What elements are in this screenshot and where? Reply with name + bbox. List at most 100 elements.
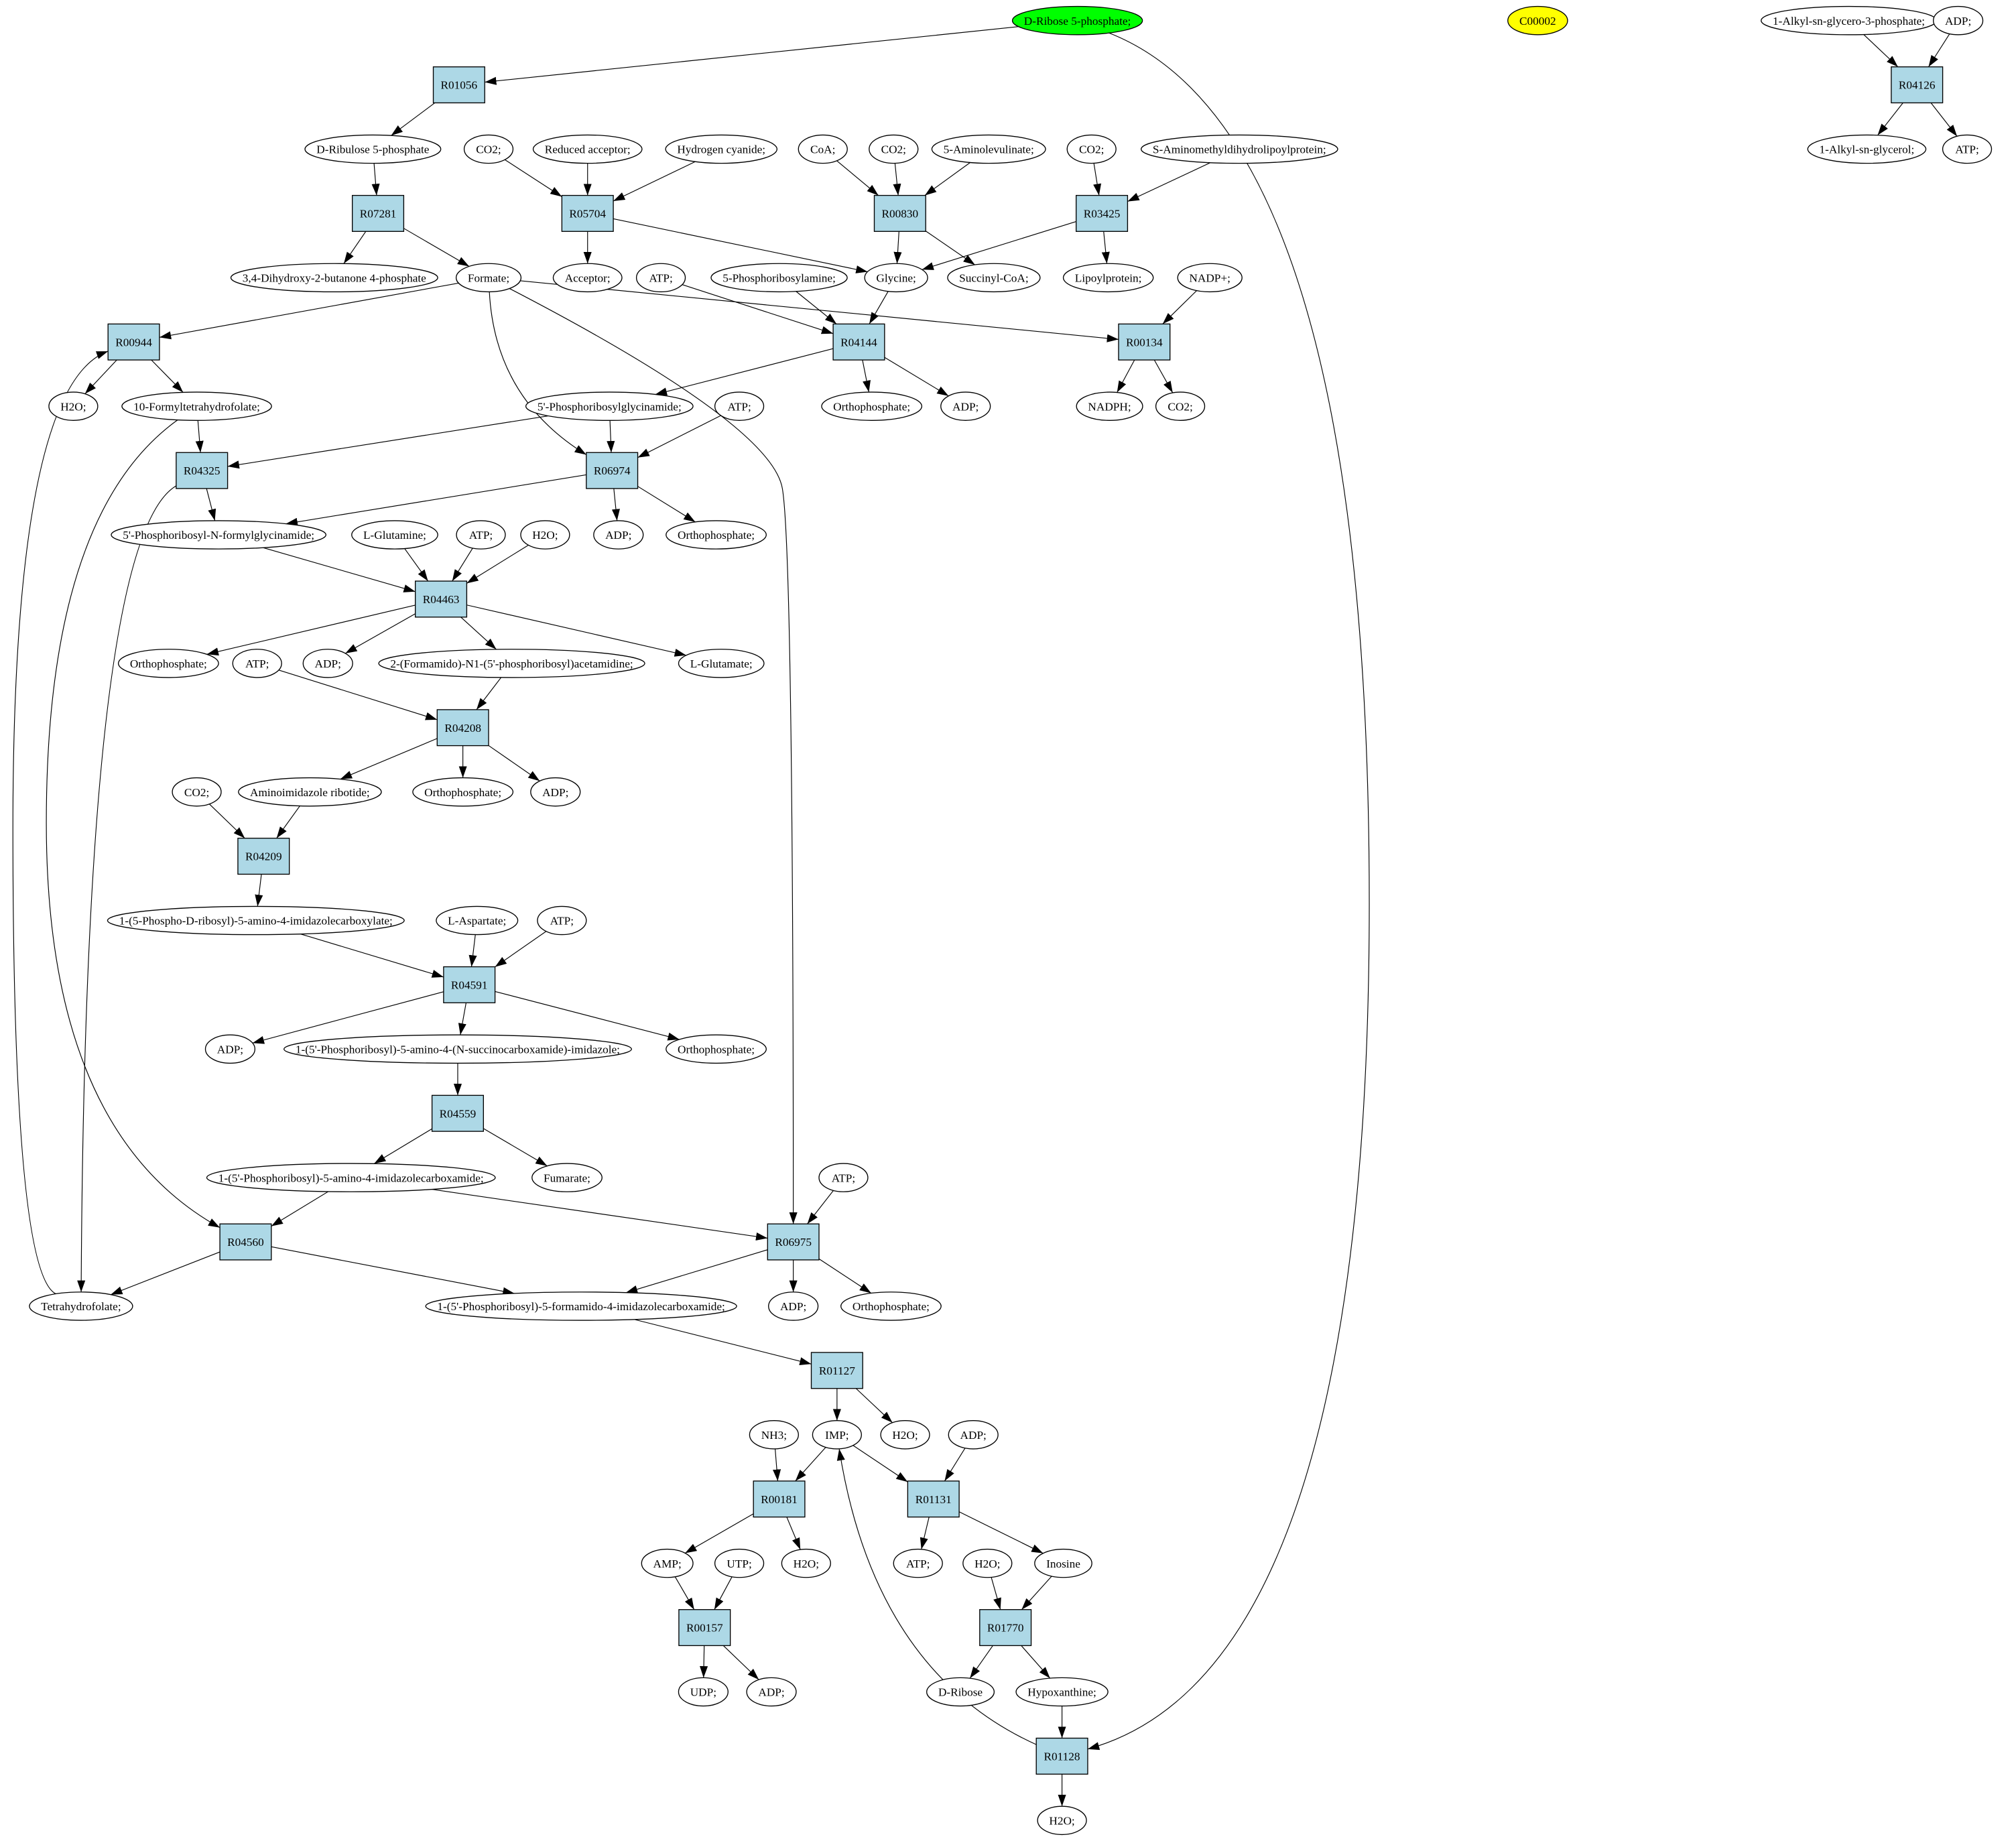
reaction-node-R06975: R06975 [767, 1223, 820, 1261]
compound-node-h2o_a: H2O; [48, 391, 99, 421]
node-label: ATP; [906, 1558, 930, 1570]
edge-R06975-to-pi_f [818, 1258, 872, 1294]
node-label: L-Aspartate; [448, 915, 506, 928]
compound-node-succoa: Succinyl-CoA; [947, 263, 1041, 293]
compound-ellipse [531, 1163, 603, 1192]
compound-node-pi_b: Orthophosphate; [666, 520, 767, 550]
node-label: C00002 [1519, 15, 1556, 27]
node-label: L-Glutamine; [363, 529, 426, 542]
node-label: CO2; [881, 143, 906, 156]
edge-R04463-to-adp_c [345, 613, 416, 654]
node-label: H2O; [1049, 1814, 1074, 1827]
edge-R04126-to-alkg [1877, 103, 1903, 136]
node-label: R04208 [444, 722, 481, 735]
reaction-node-R00157: R00157 [678, 1609, 731, 1647]
edge-R04560-to-faicar [271, 1246, 515, 1295]
compound-node-pi_c: Orthophosphate; [117, 649, 219, 678]
edge-R04208-to-adp_d [488, 745, 540, 781]
edge-alkg3p-to-R04126 [1863, 34, 1899, 68]
edge-R06975-to-faicar [625, 1249, 768, 1293]
reaction-node-R04591: R04591 [443, 966, 496, 1003]
compound-ellipse [455, 263, 522, 293]
compound-node-h2o_f: H2O; [1037, 1805, 1087, 1836]
node-label: AMP; [653, 1558, 682, 1570]
edge-utp-to-R00157 [714, 1576, 733, 1610]
reaction-box [414, 580, 468, 618]
compound-ellipse [204, 1034, 256, 1064]
compound-node-atp_c: ATP; [456, 520, 506, 550]
compound-node-h2o_b: H2O; [520, 520, 570, 550]
compound-ellipse [121, 391, 272, 421]
node-label: CO2; [184, 786, 209, 799]
compound-ellipse [1807, 134, 1927, 164]
compound-node-hcn: Hydrogen cyanide; [665, 134, 778, 164]
node-label: Orthophosphate; [424, 786, 501, 799]
node-label: R01056 [441, 79, 478, 92]
compound-node-adp_e: ADP; [204, 1034, 256, 1064]
edge-adp_t-to-R04126 [1928, 34, 1950, 68]
edge-R04591-to-pi_e [495, 991, 680, 1041]
edge-R04463-to-pi_c [206, 605, 416, 656]
compound-ellipse [926, 1677, 995, 1707]
compound-node-ru5p: D-Ribulose 5-phosphate [304, 134, 442, 164]
node-label: R00134 [1126, 336, 1163, 348]
node-label: 5-Phosphoribosylamine; [722, 271, 836, 284]
compound-ellipse [821, 391, 923, 421]
node-label: NADP+; [1189, 271, 1231, 284]
edge-co2_e-to-R04209 [208, 804, 245, 839]
compound-ellipse [947, 263, 1041, 293]
edge-atp_d-to-R04208 [278, 670, 438, 720]
node-label: R04559 [440, 1107, 477, 1120]
compound-ellipse [714, 391, 765, 421]
edge-amp-to-R00157 [674, 1576, 695, 1610]
edge-R04559-to-aicar [373, 1128, 432, 1164]
reaction-node-R00944: R00944 [107, 323, 160, 361]
edge-faicar-to-R01127 [634, 1319, 812, 1365]
compound-ellipse [378, 649, 645, 678]
node-label: H2O; [60, 400, 86, 413]
compound-node-nadph: NADPH; [1076, 391, 1143, 421]
edge-imp-to-R01131 [853, 1445, 908, 1482]
compound-node-saicar: 1-(5'-Phosphoribosyl)-5-amino-4-(N-succi… [284, 1034, 632, 1064]
edge-R04209-to-cair [255, 874, 263, 907]
compound-node-acceptor: Acceptor; [552, 263, 623, 293]
compound-ellipse [666, 1034, 767, 1064]
node-label: H2O; [532, 529, 558, 542]
compound-ellipse [1062, 263, 1154, 293]
edge-formate-to-R06974 [489, 292, 587, 455]
edge-asp-to-R04591 [468, 934, 477, 967]
node-label: ADP; [605, 529, 631, 542]
node-label: ADP; [758, 1686, 784, 1699]
node-label: Hydrogen cyanide; [677, 143, 765, 156]
node-label: ATP; [1955, 143, 1978, 156]
compound-node-co2_a: CO2; [463, 134, 514, 164]
compound-ellipse [893, 1548, 943, 1578]
node-label: R00157 [686, 1622, 723, 1635]
edge-atp_f-to-R06975 [807, 1190, 834, 1224]
node-label: R04463 [423, 593, 460, 606]
compound-ellipse [749, 1420, 799, 1450]
edge-inosine-to-R01770 [1021, 1576, 1052, 1610]
node-label: Fumarate; [544, 1171, 590, 1184]
compound-ellipse [111, 520, 326, 550]
node-label: Orthophosphate; [678, 529, 755, 542]
node-label: 10-Formyltetrahydrofolate; [133, 400, 260, 413]
edge-R00830-to-glycine [893, 231, 902, 264]
edge-R00181-to-amp [684, 1513, 754, 1553]
reaction-node-R03425: R03425 [1075, 194, 1129, 232]
compound-node-alkg: 1-Alkyl-sn-glycerol; [1807, 134, 1927, 164]
reaction-box [107, 323, 160, 361]
edge-coa-to-R00830 [836, 160, 879, 196]
compound-ellipse [284, 1034, 632, 1064]
reaction-box [810, 1352, 863, 1389]
edge-R04144-to-pi_a [862, 360, 871, 393]
compound-ellipse [463, 134, 514, 164]
edge-fgam-to-R04208 [476, 677, 502, 710]
compound-node-co2_d: CO2; [1155, 391, 1206, 421]
node-label: H2O; [974, 1558, 1000, 1570]
node-label: ADP; [217, 1043, 243, 1056]
compound-node-alkg3p: 1-Alkyl-sn-glycero-3-phosphate; [1761, 5, 1938, 36]
edge-h2o_b-to-R04463 [466, 544, 529, 584]
edge-co2_b-to-R00830 [893, 163, 901, 196]
